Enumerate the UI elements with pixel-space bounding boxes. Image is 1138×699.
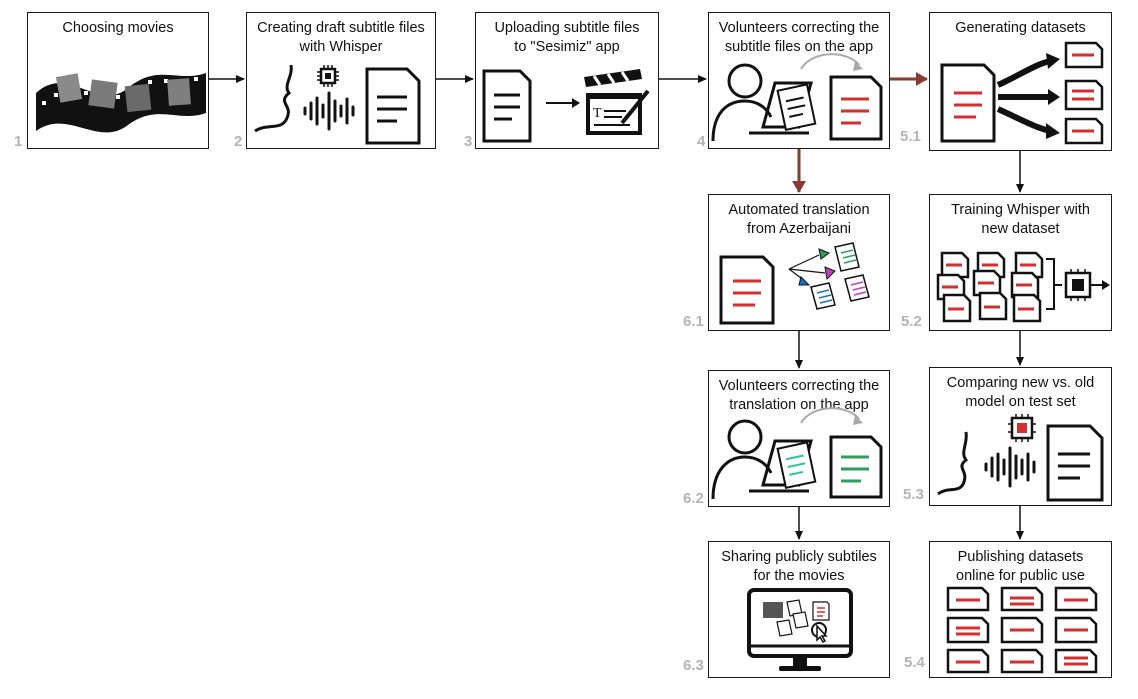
svg-text:T: T — [593, 106, 602, 121]
step-1-title: Choosing movies — [62, 20, 174, 36]
step-5-3-box: Comparing new vs. old model on test set — [929, 367, 1112, 506]
training-documents-icon — [936, 251, 1110, 323]
speech-model-compare-icon — [937, 414, 1104, 502]
step-5-4-box: Publishing datasets online for public us… — [929, 541, 1112, 678]
step-6-2-box: Volunteers correcting the translation on… — [708, 370, 890, 507]
volunteer-translation-icon — [711, 407, 883, 500]
step-6-3-number: 6.3 — [683, 657, 704, 674]
step-2-number: 2 — [234, 133, 243, 150]
upload-to-app-icon: T — [482, 69, 650, 143]
step-5-4-title: Publishing datasets online for public us… — [956, 549, 1085, 584]
step-5-1-number: 5.1 — [900, 128, 921, 145]
step-4-box: Volunteers correcting the subtitle files… — [708, 12, 890, 149]
step-5-3-title: Comparing new vs. old model on test set — [946, 375, 1095, 410]
step-6-3-title: Sharing publicly subtiles for the movies — [721, 549, 877, 584]
step-1-number: 1 — [14, 133, 23, 150]
monitor-share-icon — [747, 588, 853, 671]
step-5-1-title: Generating datasets — [955, 20, 1086, 36]
step-5-2-box: Training Whisper with new dataset — [929, 194, 1112, 331]
step-6-1-title: Automated translation from Azerbaijani — [728, 202, 870, 237]
step-1-box: Choosing movies — [27, 12, 209, 149]
step-3-title: Uploading subtitle files to "Sesimiz" ap… — [494, 20, 640, 55]
step-6-2-number: 6.2 — [683, 490, 704, 507]
step-3-box: Uploading subtitle files to "Sesimiz" ap… — [475, 12, 659, 149]
step-5-2-number: 5.2 — [901, 313, 922, 330]
published-datasets-icon — [946, 586, 1098, 674]
step-6-1-number: 6.1 — [683, 313, 704, 330]
step-5-2-title: Training Whisper with new dataset — [951, 202, 1090, 237]
step-6-3-box: Sharing publicly subtiles for the movies — [708, 541, 890, 678]
step-5-3-number: 5.3 — [903, 486, 924, 503]
step-3-number: 3 — [464, 133, 473, 150]
volunteer-laptop-icon — [711, 53, 883, 142]
translation-icon — [719, 242, 870, 325]
step-2-box: Creating draft subtitle files with Whisp… — [246, 12, 436, 149]
clapperboard-icon: T — [584, 69, 650, 135]
dataset-split-icon — [940, 41, 1104, 145]
speaking-head-with-chip-icon — [254, 64, 421, 145]
step-2-title: Creating draft subtitle files with Whisp… — [257, 20, 425, 55]
film-strip-icon — [36, 73, 206, 133]
step-5-4-number: 5.4 — [904, 654, 925, 671]
step-4-number: 4 — [697, 133, 706, 150]
step-5-1-box: Generating datasets — [929, 12, 1112, 151]
step-6-1-box: Automated translation from Azerbaijani — [708, 194, 890, 331]
step-4-title: Volunteers correcting the subtitle files… — [718, 20, 880, 55]
